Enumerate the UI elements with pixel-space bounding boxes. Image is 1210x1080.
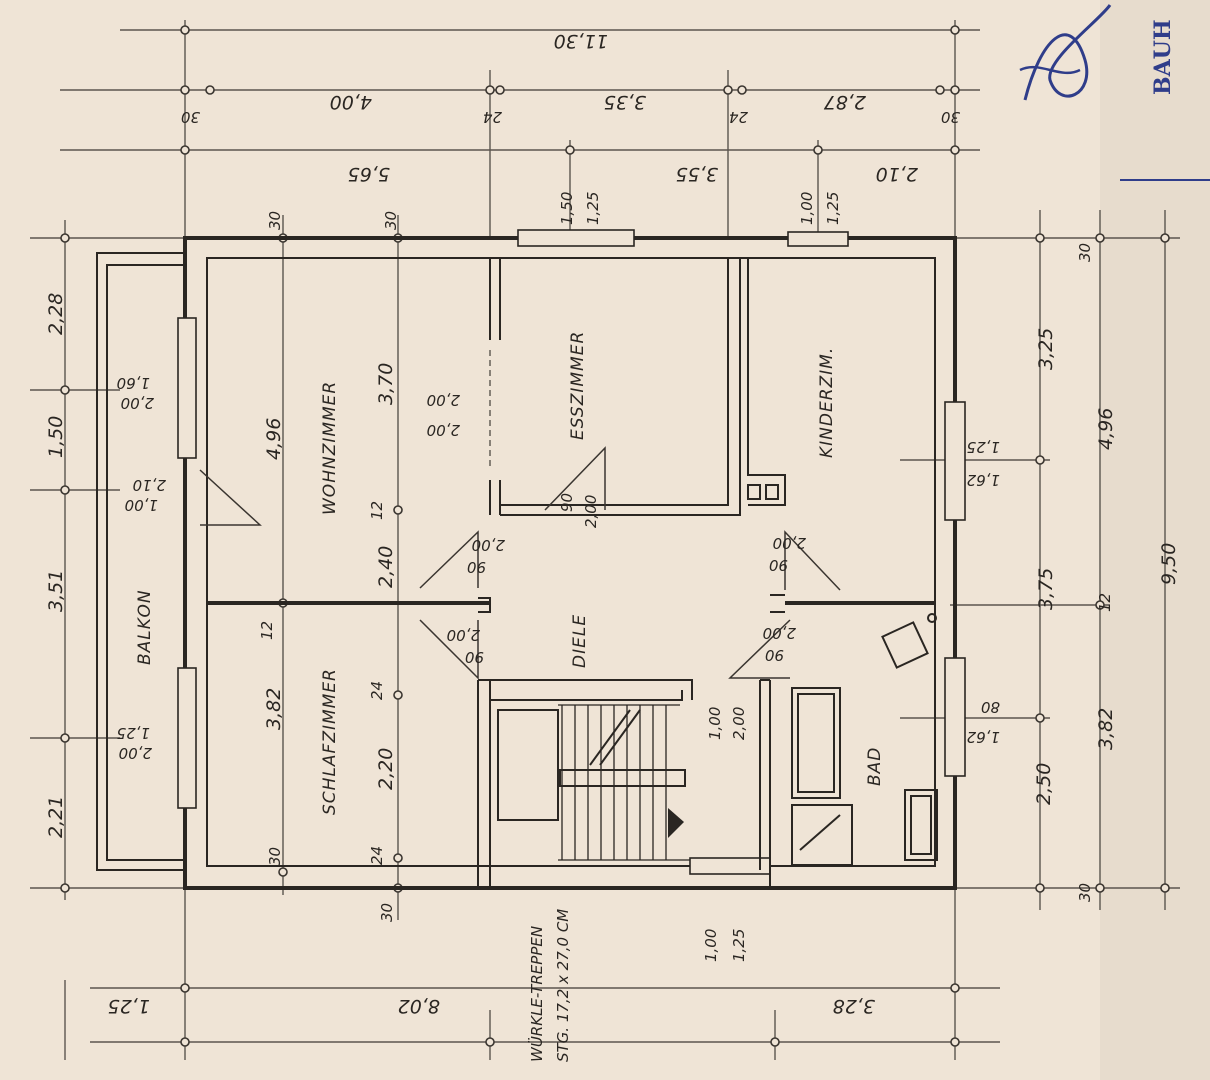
dim-diele-d: 2,40: [375, 546, 397, 588]
dim-top2-b: 3,55: [676, 163, 718, 185]
room-diele: DIELE: [570, 614, 590, 668]
dim-wohn-w: 4,96: [263, 418, 285, 460]
dim-door-s1: 2,00: [447, 626, 480, 644]
dim-wall-30d: 30: [378, 903, 396, 922]
dim-kind-win-2: 1,25: [967, 438, 1000, 456]
dim-door-bal-2: 1,00: [125, 496, 158, 514]
dim-bottom-b: 8,02: [398, 995, 440, 1017]
dim-right-d: 3,75: [1035, 568, 1057, 610]
dim-wohn-door-2: 2,00: [427, 421, 460, 439]
dim-wall-24a: 24: [368, 681, 386, 700]
dim-stair-win-1: 1,00: [706, 707, 724, 740]
dim-door-ess-2: 2,00: [582, 495, 600, 528]
dim-win-bal-2: 1,60: [117, 374, 150, 392]
dim-top-a: 4,00: [330, 91, 372, 113]
dim-bad-win-1: 1,62: [967, 728, 1000, 746]
room-schlafzimmer: SCHLAFZIMMER: [320, 668, 340, 815]
dim-win-ess-2: 1,25: [584, 192, 602, 225]
dim-door-k2: 90: [769, 556, 788, 574]
room-wohnzimmer: WOHNZIMMER: [320, 381, 340, 515]
approval-stamp: BAUH: [1019, 4, 1210, 181]
dim-top2-c: 2,10: [876, 163, 918, 185]
dim-door-b1: 2,00: [763, 624, 796, 642]
dim-wall-12a: 12: [258, 621, 276, 640]
dim-bottom-a: 1,25: [108, 995, 150, 1017]
dim-top-b: 24: [483, 108, 502, 126]
dim-door-b2: 90: [765, 646, 784, 664]
dim-right-c: 9,50: [1158, 543, 1180, 585]
paper-edge: [1100, 0, 1210, 1080]
dim-win-ess-1: 1,50: [558, 192, 576, 225]
dim-wohn-door-1: 2,00: [427, 391, 460, 409]
dim-schlaf-d: 2,20: [375, 748, 397, 790]
dim-right-e: 12: [1096, 593, 1114, 612]
dim-wall-30c: 30: [266, 847, 284, 866]
dim-wall-12b: 12: [368, 501, 386, 520]
dim-wall-30b: 30: [382, 211, 400, 230]
dim-right-f: 2,50: [1033, 763, 1055, 805]
dim-right-b: 4,96: [1095, 408, 1117, 450]
dim-left-b: 1,50: [45, 416, 67, 458]
dim-left-c: 3,51: [45, 570, 67, 612]
dim-right-a: 3,25: [1035, 328, 1057, 370]
dim-top2-a: 5,65: [348, 163, 390, 185]
dim-kind-win-1: 1,62: [967, 471, 1000, 489]
dim-top-c: 3,35: [604, 91, 646, 113]
dim-door-w1: 2,00: [472, 536, 505, 554]
dim-stair-bottom-2: 1,25: [730, 929, 748, 962]
room-kinderzimmer: KINDERZIM.: [817, 347, 837, 458]
dim-right-i: 30: [1076, 883, 1094, 902]
dim-right-g: 3,82: [1095, 708, 1117, 750]
dim-door-bal-1: 2,10: [133, 476, 166, 494]
dim-schlaf-w: 3,82: [263, 688, 285, 730]
dim-wall-24b: 24: [368, 846, 386, 865]
dim-wall-30a: 30: [266, 211, 284, 230]
dim-door-ess-1: 90: [558, 493, 576, 512]
dim-win-kind-2: 1,25: [824, 192, 842, 225]
dim-top-total: 11,30: [554, 30, 608, 52]
room-labels: BALKON WOHNZIMMER ESSZIMMER KINDERZIM. S…: [135, 331, 885, 815]
dim-top-f: 30: [941, 108, 960, 126]
stair-notes: WÜRKLE-TREPPEN STG. 17,2 x 27,0 CM: [527, 909, 572, 1062]
dim-left-a: 2,28: [45, 293, 67, 335]
dim-win-bal2-2: 1,25: [117, 724, 150, 742]
dim-right-h: 30: [1076, 243, 1094, 262]
dim-stair-win-2: 2,00: [730, 707, 748, 740]
stair-label-1: WÜRKLE-TREPPEN: [527, 926, 546, 1062]
dim-top-d: 24: [729, 108, 748, 126]
dim-win-bal-1: 2,00: [121, 394, 154, 412]
stair-label-2: STG. 17,2 x 27,0 CM: [554, 909, 572, 1062]
dim-top-e: 2,87: [824, 91, 866, 113]
dim-win-bal2-1: 2,00: [119, 744, 152, 762]
dim-win-kind-1: 1,00: [798, 192, 816, 225]
dimension-labels: 11,30 4,00 24 3,35 24 2,87 30 30 5,65 3,…: [45, 30, 1180, 1017]
dim-bottom-c: 3,28: [833, 995, 875, 1017]
dim-door-k1: 2,00: [773, 534, 806, 552]
dim-wohn-d: 3,70: [375, 363, 397, 405]
door-swings: [199, 446, 841, 680]
stamp-text: BAUH: [1150, 19, 1176, 95]
walls: [96, 229, 966, 890]
dim-stair-bottom-1: 1,00: [702, 929, 720, 962]
room-bad: BAD: [865, 747, 885, 786]
dim-left-d: 2,21: [45, 796, 67, 838]
dim-bad-win-2: 80: [981, 698, 1000, 716]
dim-door-s2: 90: [465, 648, 484, 666]
room-balkon: BALKON: [135, 589, 155, 665]
dim-door-w2: 90: [467, 558, 486, 576]
room-esszimmer: ESSZIMMER: [568, 331, 588, 440]
dim-top-g: 30: [181, 108, 200, 126]
